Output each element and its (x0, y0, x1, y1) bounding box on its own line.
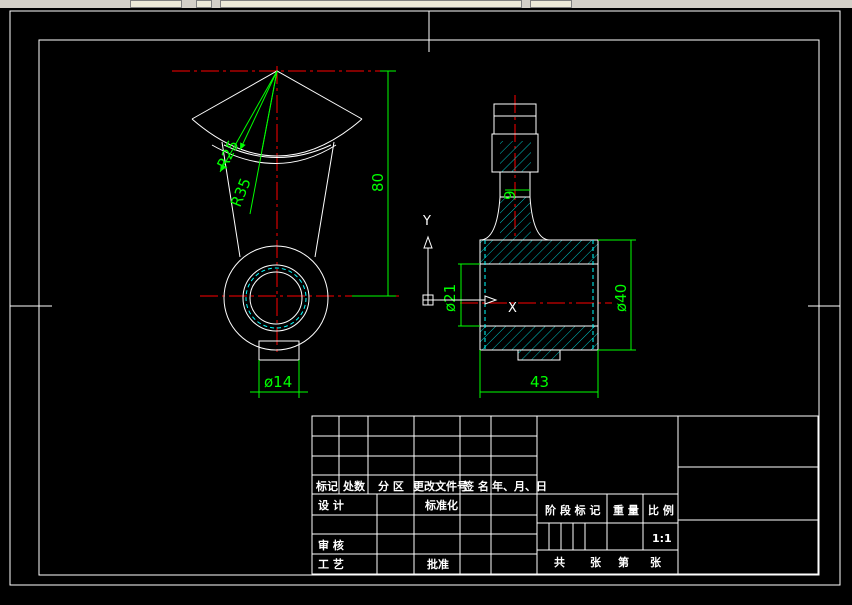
hdr-mark: 标记 (315, 479, 338, 493)
lever-hub (223, 245, 329, 361)
hdr-count: 处数 (342, 479, 366, 493)
ucs-x-label: X (508, 301, 517, 316)
l43-label: 43 (530, 373, 549, 391)
drawing-frame (9, 10, 841, 586)
stage-mark-label: 阶 段 标 记 (545, 503, 601, 517)
sheet-unit1: 张 (590, 555, 602, 569)
ucs-icon (422, 235, 498, 306)
scale-value: 1:1 (652, 532, 672, 545)
layer-dropdown[interactable] (130, 0, 182, 8)
section-outline (479, 103, 599, 361)
d21-label: ø21 (441, 284, 459, 312)
dropdown-arrow-icon[interactable] (196, 0, 212, 8)
lever-arm (221, 141, 335, 258)
hdr-date: 年、月、日 (492, 479, 547, 493)
lever-dimension-lines (219, 70, 396, 398)
row-review: 审 核 (318, 538, 344, 552)
row-process: 工 艺 (318, 557, 344, 571)
sheet-total: 共 (554, 555, 565, 569)
lever-fan-head (191, 70, 363, 164)
r35-label: R35 (227, 175, 255, 209)
scale-label: 比 例 (648, 503, 674, 517)
weight-label: 重 量 (613, 503, 639, 517)
title-block (311, 415, 819, 575)
lineweight-dropdown[interactable] (530, 0, 572, 8)
d14-label: ø14 (264, 373, 292, 391)
row-design: 设 计 (318, 498, 344, 512)
r25-label: R25 (213, 137, 242, 171)
toolbar-strip (0, 0, 852, 8)
sheet-unit2: 张 (650, 555, 662, 569)
linetype-dropdown[interactable] (220, 0, 522, 8)
d40-label: ø40 (612, 284, 630, 312)
row-standard: 标准化 (424, 498, 458, 512)
lever-centerlines (172, 66, 400, 355)
row-approve: 批准 (427, 557, 449, 571)
drawing-canvas[interactable]: R25 R35 80 ø14 (0, 8, 852, 601)
hdr-sign: 签 名 (462, 479, 489, 493)
w9-label: 9 (501, 190, 519, 200)
cad-drawing: R25 R35 80 ø14 (9, 10, 841, 586)
lever-view: R25 R35 80 ø14 (172, 66, 400, 398)
section-dimension-lines (458, 189, 636, 398)
section-view: 9 ø21 ø40 43 (441, 95, 636, 398)
h80-label: 80 (369, 173, 387, 192)
hdr-docno: 更改文件号 (413, 479, 468, 493)
hdr-zone: 分 区 (378, 479, 404, 493)
ucs-y-label: Y (422, 214, 431, 229)
sheet-of: 第 (618, 555, 629, 569)
section-hatch (480, 141, 598, 360)
